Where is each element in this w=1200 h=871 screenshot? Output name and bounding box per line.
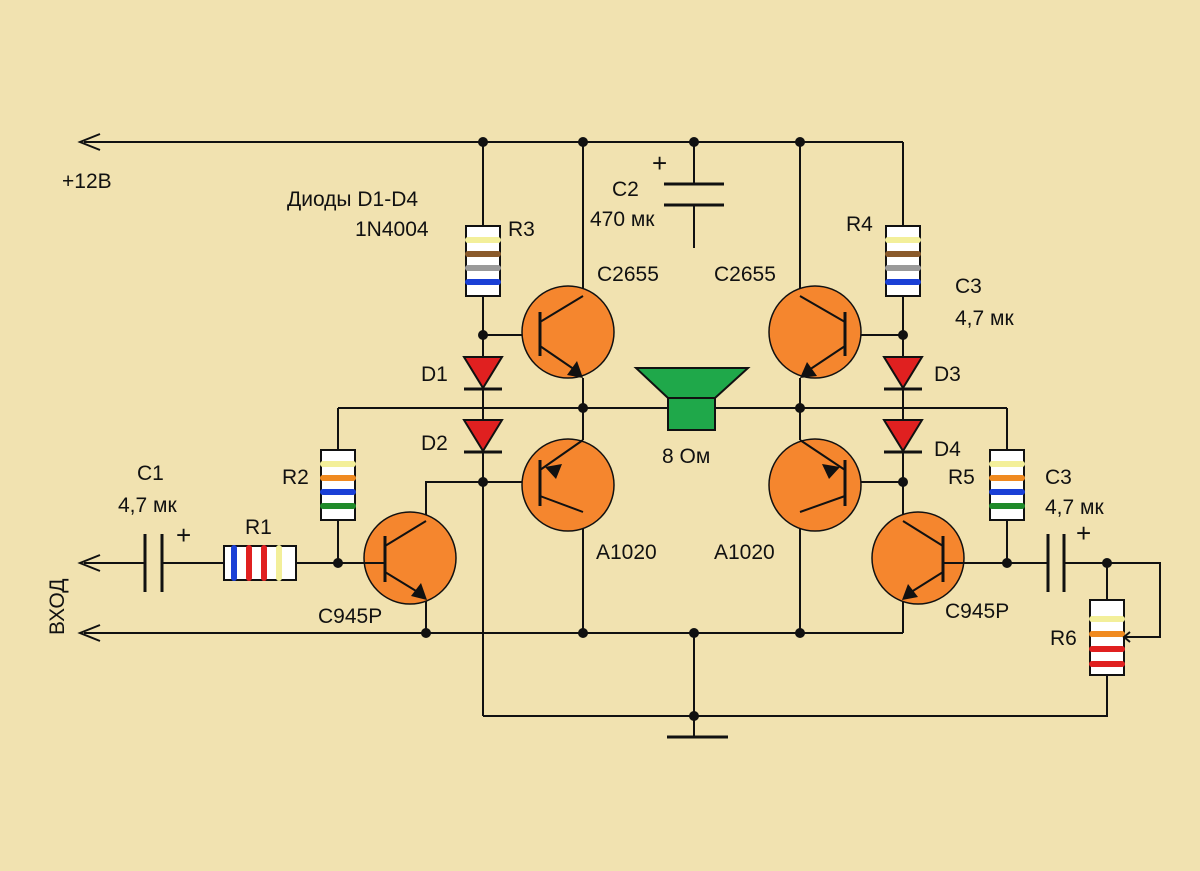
capacitor-c2 xyxy=(664,182,724,207)
r5-label: R5 xyxy=(948,466,975,489)
diode-d4 xyxy=(882,419,924,454)
resistor-r3 xyxy=(465,225,501,297)
capacitor-c1 xyxy=(143,534,164,592)
diode-d3 xyxy=(882,356,924,391)
c1-name-label: C1 xyxy=(137,462,164,485)
transistor-c2655-left xyxy=(521,285,615,379)
speaker-label: 8 Ом xyxy=(662,445,710,468)
wiring xyxy=(84,141,1161,737)
d1-label: D1 xyxy=(421,363,448,386)
transistor-c945p-right xyxy=(871,511,965,605)
c2-value-label: 470 мк xyxy=(590,208,655,231)
c3-upper-name-label: C3 xyxy=(955,275,982,298)
resistor-r6 xyxy=(1089,599,1135,676)
diode-d2 xyxy=(462,419,504,454)
lower-bus-wire xyxy=(483,675,1108,717)
diodes-type-label: 1N4004 xyxy=(355,218,429,241)
supply-terminal-arrow xyxy=(77,133,101,151)
c1-plus-label: + xyxy=(176,520,191,550)
transistor-a1020-right xyxy=(768,438,862,532)
transistor-c945p-left xyxy=(363,511,457,605)
left-driver-collector-wire xyxy=(425,481,483,521)
c2-plus-label: + xyxy=(652,148,667,178)
r2-label: R2 xyxy=(282,466,309,489)
r1-label: R1 xyxy=(245,516,272,539)
q-lower-right-label: A1020 xyxy=(714,541,775,564)
c1-value-label: 4,7 мк xyxy=(118,494,177,517)
d4-label: D4 xyxy=(934,438,961,461)
d3-label: D3 xyxy=(934,363,961,386)
r6-wiper-loop xyxy=(1107,562,1161,638)
q-lower-left-label: A1020 xyxy=(596,541,657,564)
ground-terminal-arrow xyxy=(77,624,101,642)
input-label: ВХОД xyxy=(46,579,69,636)
resistor-r2 xyxy=(320,449,356,521)
c3-upper-value-label: 4,7 мк xyxy=(955,307,1014,330)
diode-d1 xyxy=(462,356,504,391)
resistor-r4 xyxy=(885,225,921,297)
r6-label: R6 xyxy=(1050,627,1077,650)
transistor-a1020-left xyxy=(521,438,615,532)
q-upper-right-label: C2655 xyxy=(714,263,776,286)
diodes-title-label: Диоды D1-D4 xyxy=(287,188,418,211)
d2-label: D2 xyxy=(421,432,448,455)
input-terminal-arrow xyxy=(77,554,101,572)
r3-label: R3 xyxy=(508,218,535,241)
c3-lower-value-label: 4,7 мк xyxy=(1045,496,1104,519)
resistor-r1 xyxy=(223,545,297,581)
r4-label: R4 xyxy=(846,213,873,236)
q-driver-right-label: C945P xyxy=(945,600,1009,623)
supply-label: +12В xyxy=(62,170,112,193)
c2-name-label: C2 xyxy=(612,178,639,201)
c3-lower-plus-label: + xyxy=(1076,518,1091,548)
q-driver-left-label: C945P xyxy=(318,605,382,628)
c3-lower-name-label: C3 xyxy=(1045,466,1072,489)
q-upper-left-label: C2655 xyxy=(597,263,659,286)
speaker xyxy=(633,367,751,431)
resistor-r5 xyxy=(989,449,1025,521)
junction-dots xyxy=(333,137,1112,721)
transistor-c2655-right xyxy=(768,285,862,379)
capacitor-c3-right xyxy=(1046,534,1066,592)
